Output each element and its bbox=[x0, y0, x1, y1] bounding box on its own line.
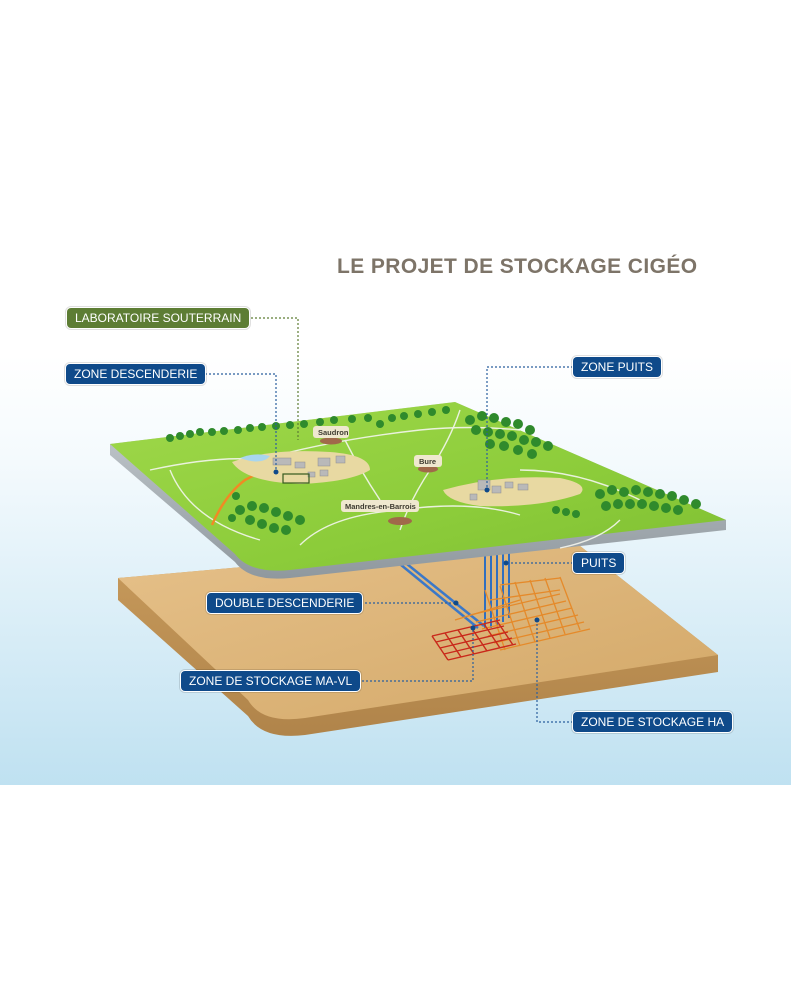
label-double-descenderie: DOUBLE DESCENDERIE bbox=[207, 593, 363, 613]
buildings bbox=[272, 455, 529, 501]
label-zone-puits: ZONE PUITS bbox=[573, 357, 662, 377]
village-label-mandres: Mandres-en-Barrois bbox=[345, 502, 416, 511]
village-markers: Saudron Bure Mandres-en-Barrois bbox=[313, 426, 442, 525]
laboratoire-enclosure bbox=[282, 473, 310, 484]
label-zone-stockage-ha: ZONE DE STOCKAGE HA bbox=[573, 712, 733, 732]
zone-stockage-mavl-grid bbox=[431, 619, 517, 661]
label-laboratoire-souterrain: LABORATOIRE SOUTERRAIN bbox=[67, 308, 250, 328]
diagram-title: LE PROJET DE STOCKAGE CIGÉO bbox=[337, 255, 698, 278]
label-zone-descenderie: ZONE DESCENDERIE bbox=[66, 364, 206, 384]
forest-trees bbox=[166, 406, 701, 535]
leader-lines bbox=[205, 317, 573, 723]
leader-end-dots bbox=[273, 469, 540, 631]
label-puits: PUITS bbox=[573, 553, 625, 573]
village-label-bure: Bure bbox=[419, 457, 436, 466]
label-zone-stockage-mavl: ZONE DE STOCKAGE MA-VL bbox=[181, 671, 361, 691]
village-label-saudron: Saudron bbox=[318, 428, 349, 437]
